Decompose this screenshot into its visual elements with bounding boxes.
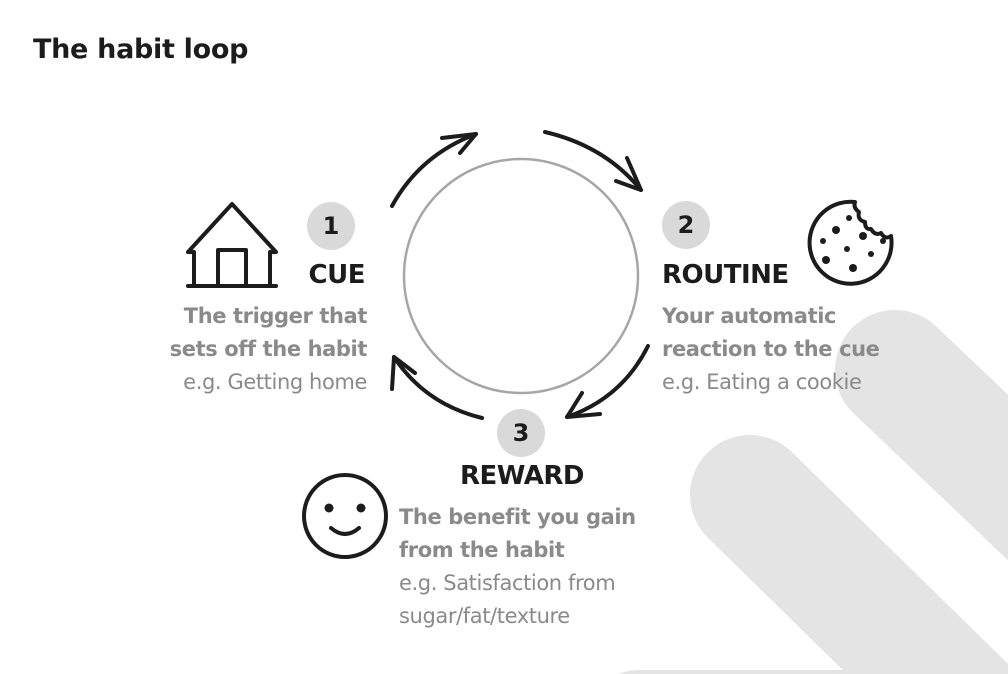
step-heading-cue: CUE: [308, 260, 366, 290]
step-heading-routine: ROUTINE: [662, 260, 789, 290]
description-line: from the habit: [399, 538, 565, 562]
example-text: sugar/fat/texture: [399, 604, 570, 628]
example-text: e.g. Satisfaction from: [399, 571, 616, 595]
background-stripe-upper: [835, 310, 1008, 561]
arrow-routine-to-reward: [565, 344, 650, 419]
description-line: sets off the habit: [169, 337, 368, 361]
example-text: e.g. Eating a cookie: [662, 370, 862, 394]
example-text: e.g. Getting home: [183, 370, 367, 394]
step-number-badge: 2: [662, 201, 710, 249]
background-stripe-lower: [690, 435, 1008, 674]
loop-ring: [402, 157, 640, 395]
arrow-reward-to-cue: [390, 355, 484, 420]
description-line: Your automatic: [662, 304, 837, 328]
cookie-icon: [807, 199, 894, 286]
step-description-cue: The trigger that sets off the habit e.g.…: [169, 300, 368, 399]
page-title: The habit loop: [33, 34, 249, 65]
arrow-cue-to-top: [390, 132, 478, 208]
description-line: The benefit you gain: [399, 505, 636, 529]
step-heading-reward: REWARD: [460, 461, 585, 491]
description-line: reaction to the cue: [662, 337, 880, 361]
step-number-badge: 3: [497, 409, 545, 457]
arrow-top-to-routine: [543, 130, 643, 192]
smiley-icon: [302, 473, 388, 559]
house-icon: [186, 202, 278, 288]
description-line: The trigger that: [183, 304, 368, 328]
step-description-reward: The benefit you gain from the habit e.g.…: [399, 501, 636, 633]
step-description-routine: Your automatic reaction to the cue e.g. …: [662, 300, 880, 399]
step-number-badge: 1: [307, 202, 355, 250]
